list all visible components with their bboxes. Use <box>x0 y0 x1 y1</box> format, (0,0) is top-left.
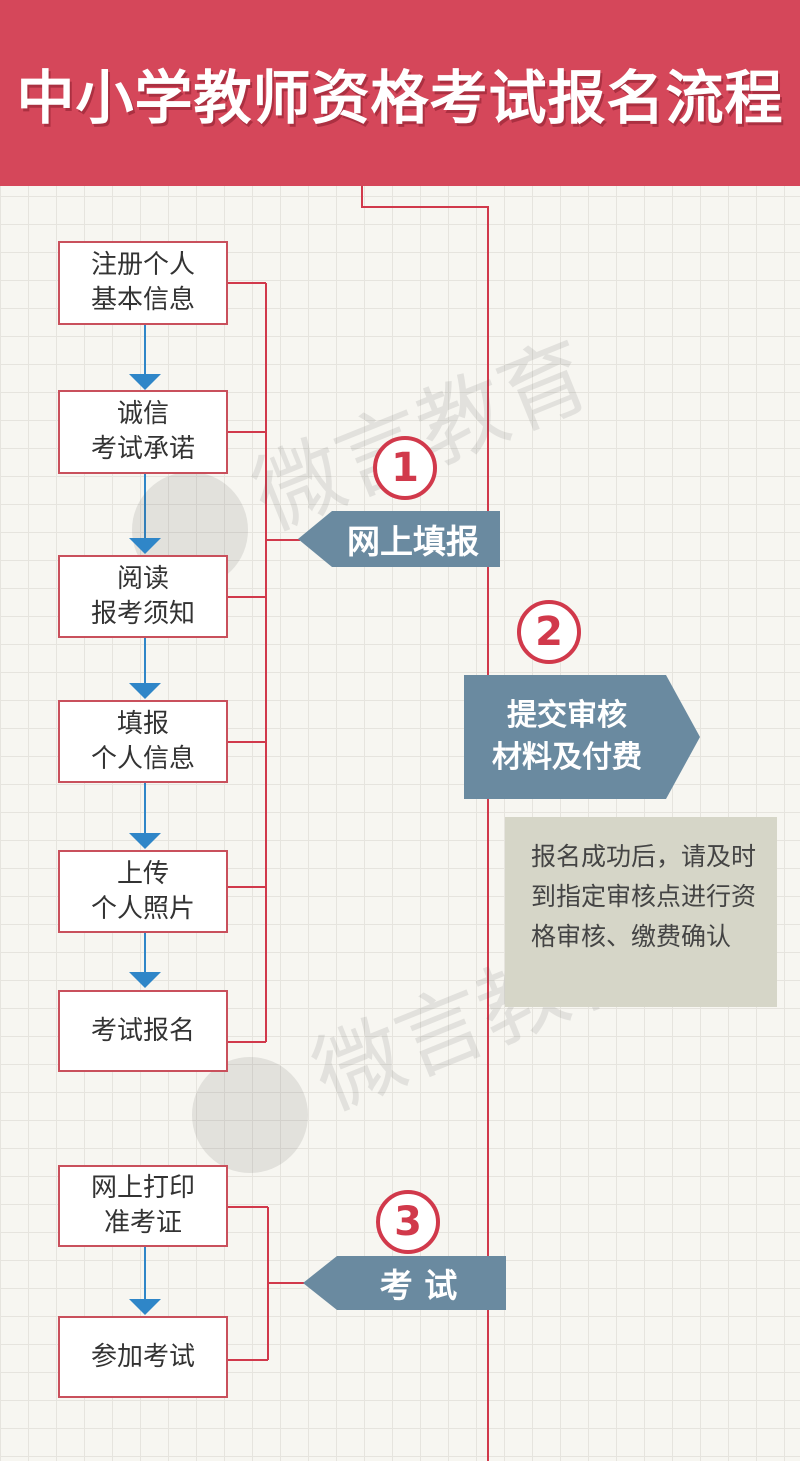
phase3-label-tag: 考 试 <box>303 1256 506 1310</box>
step-print-admission-ticket: 网上打印 准考证 <box>58 1165 228 1247</box>
phase2-label-tag: 提交审核 材料及付费 <box>464 675 700 799</box>
arrow-down-icon <box>129 683 161 699</box>
header-banner: 中小学教师资格考试报名流程 <box>0 0 800 186</box>
step-read-notice: 阅读 报考须知 <box>58 555 228 638</box>
step-fill-personal-info: 填报 个人信息 <box>58 700 228 783</box>
step-upload-photo: 上传 个人照片 <box>58 850 228 933</box>
phase3-bracket <box>228 1206 304 1361</box>
step-integrity-pledge: 诚信 考试承诺 <box>58 390 228 474</box>
phase3-number-badge: 3 <box>376 1190 440 1254</box>
main-timeline <box>361 186 489 1461</box>
phase1-bracket <box>228 282 300 1043</box>
step-take-exam: 参加考试 <box>58 1316 228 1398</box>
phase1-label-tag: 网上填报 <box>298 511 500 567</box>
arrow-down-icon <box>129 538 161 554</box>
arrow-down-icon <box>129 972 161 988</box>
arrow-down-icon <box>129 374 161 390</box>
phase2-note: 报名成功后，请及时到指定审核点进行资格审核、缴费确认 <box>505 817 777 1007</box>
arrow-down-icon <box>129 833 161 849</box>
phase1-number-badge: 1 <box>373 436 437 500</box>
phase2-number-badge: 2 <box>517 600 581 664</box>
arrow-down-icon <box>129 1299 161 1315</box>
step-exam-registration: 考试报名 <box>58 990 228 1072</box>
step-register-info: 注册个人 基本信息 <box>58 241 228 325</box>
page-title: 中小学教师资格考试报名流程 <box>16 64 784 132</box>
